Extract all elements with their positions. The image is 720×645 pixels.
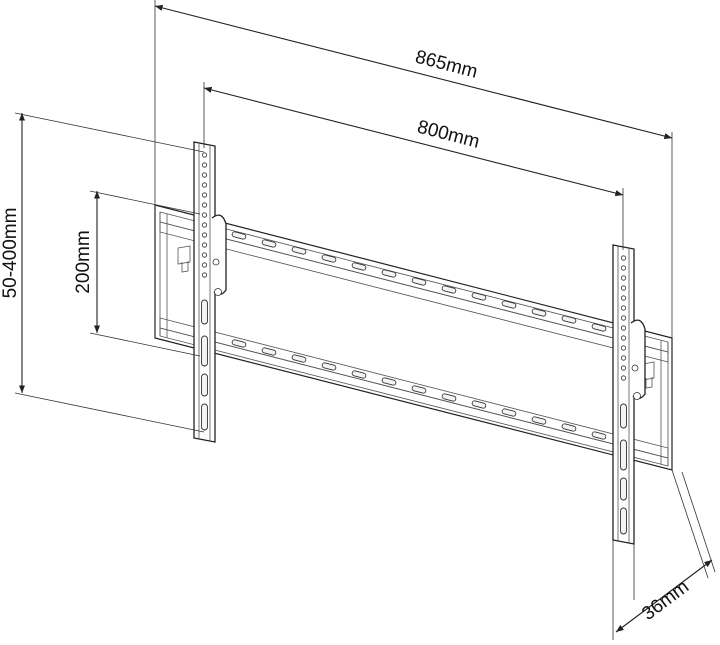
depth-label: 36mm <box>638 576 693 625</box>
right-vertical-arm <box>612 244 646 545</box>
overall-width-label: 865mm <box>413 47 480 83</box>
dimension-vertical-standard: 200mm <box>73 190 201 357</box>
bottom-rail-slots <box>231 339 607 440</box>
left-vertical-arm <box>193 141 227 443</box>
top-rail-slots <box>231 231 607 332</box>
hole-spacing-label: 800mm <box>415 117 482 153</box>
left-latch <box>177 245 191 265</box>
dimension-hole-spacing: 800mm <box>203 82 624 250</box>
wall-plate <box>154 204 673 471</box>
vertical-standard-label: 200mm <box>73 230 94 293</box>
dimension-vertical-range: 50-400mm <box>0 112 205 433</box>
vertical-range-label: 50-400mm <box>0 208 21 299</box>
